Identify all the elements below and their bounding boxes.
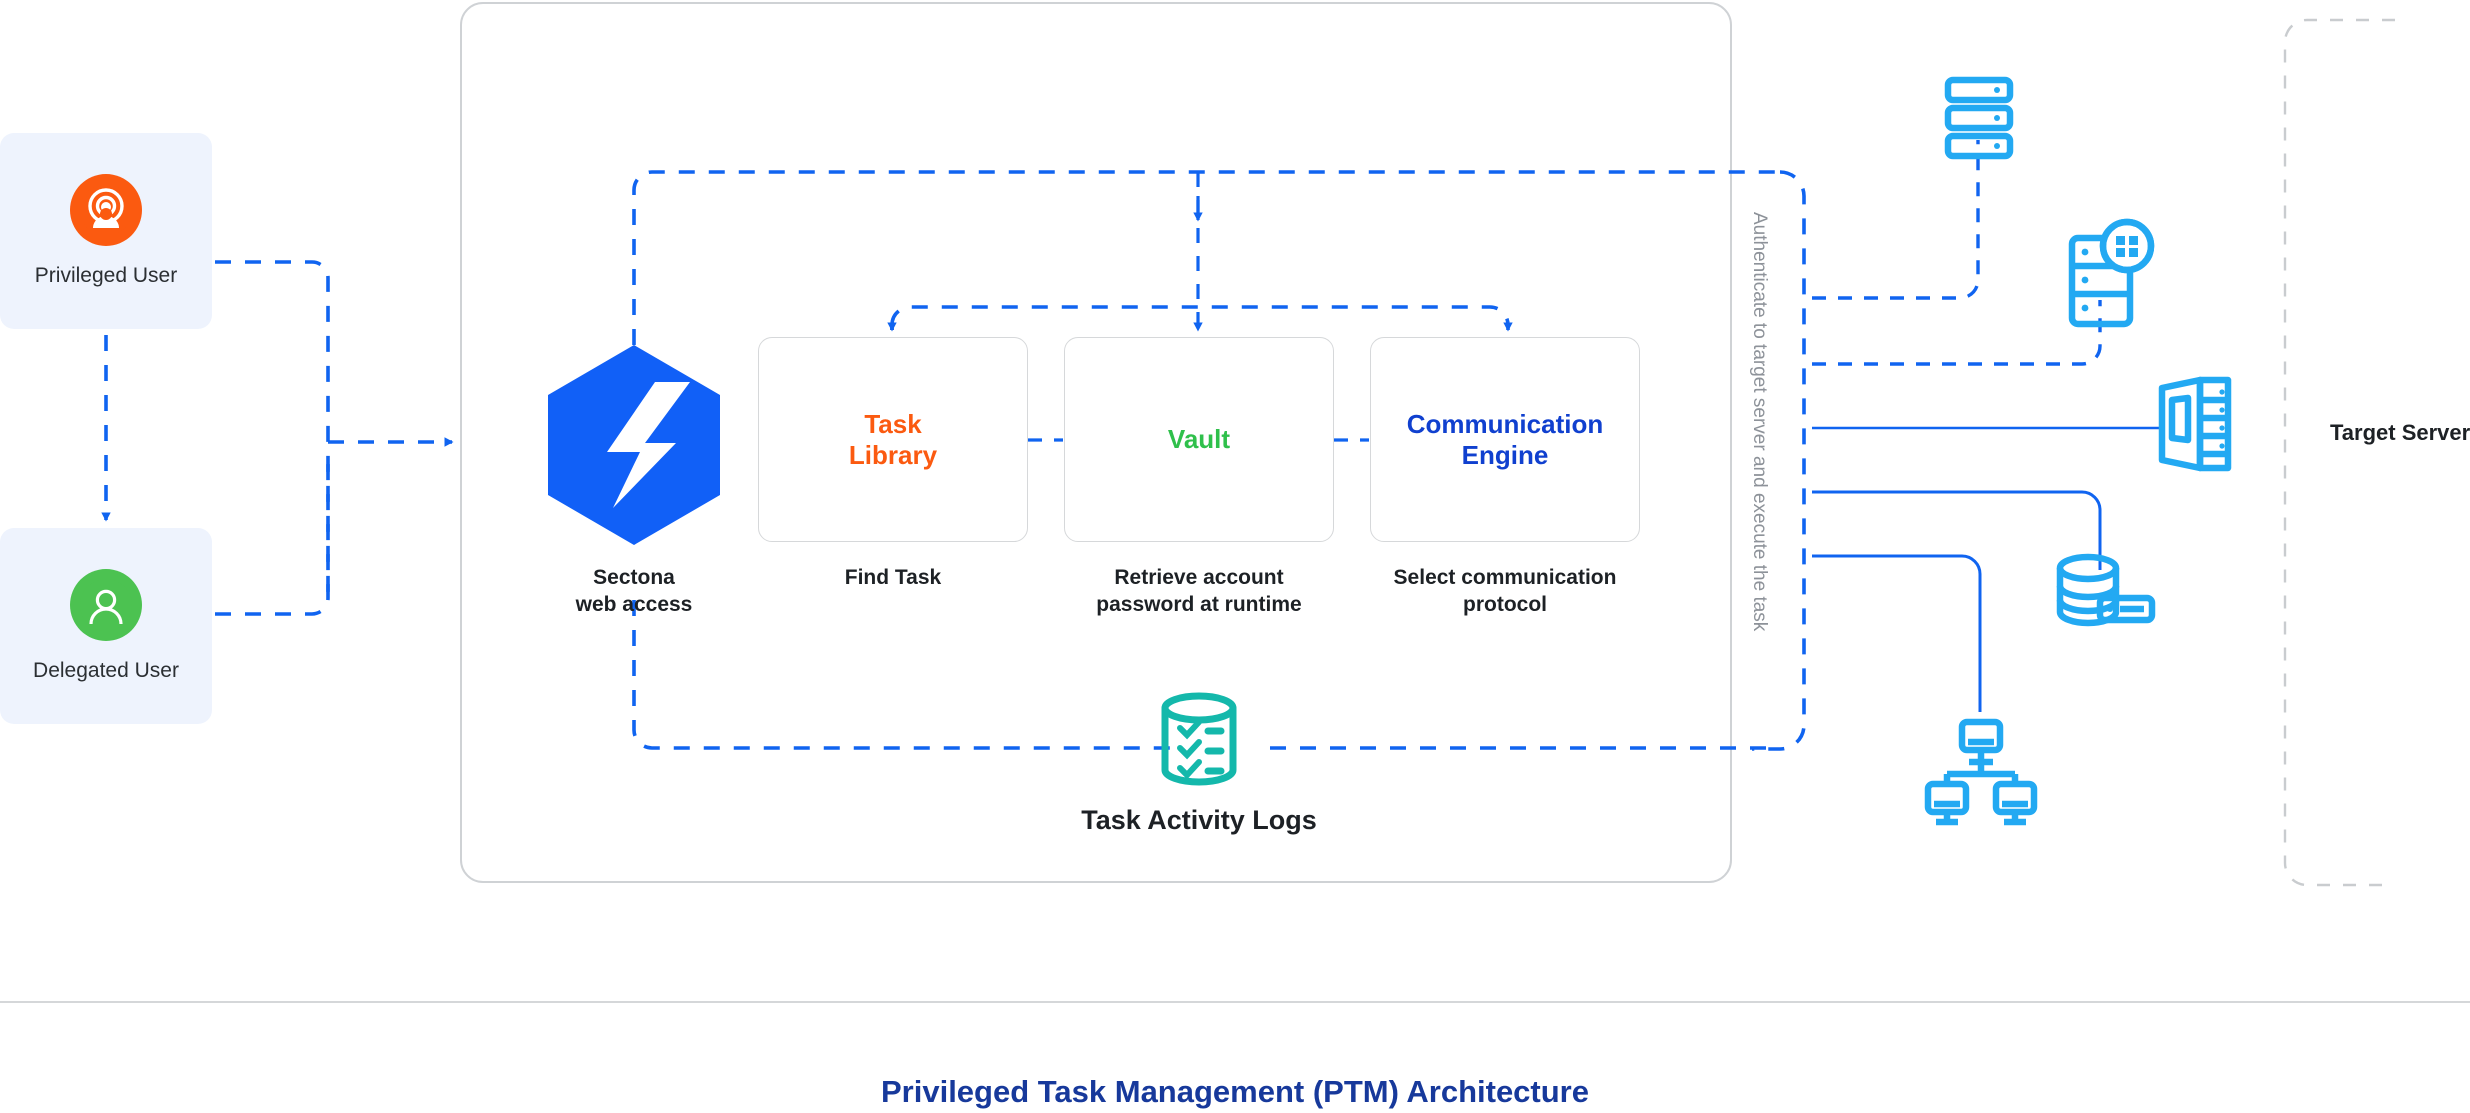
delegated-user-label: Delegated User: [33, 659, 179, 682]
task-library-title-line1: Task: [864, 408, 922, 439]
link-to-windows-server: [1812, 300, 2102, 366]
inner-bus: [890, 305, 1510, 326]
link-to-database-storage: [1812, 490, 2102, 570]
database-storage-icon: [2056, 553, 2156, 627]
task-activity-logs-cylinder-icon: [1161, 692, 1237, 786]
communication-engine-caption: Select communication protocol: [1370, 565, 1640, 619]
communication-engine-caption-line1: Select communication: [1393, 566, 1617, 589]
link-to-server-rack: [1812, 140, 1980, 300]
communication-engine-caption-line2: protocol: [1463, 592, 1547, 616]
delegated-user-icon: [70, 569, 142, 641]
task-library-caption-line1: Find Task: [844, 566, 942, 589]
delegated-user-branch: [215, 460, 330, 616]
task-library-caption: Find Task: [758, 565, 1028, 592]
communication-engine-title-line1: Communication: [1406, 408, 1604, 439]
communication-engine-title-line2: Engine: [1461, 439, 1549, 470]
vault-caption: Retrieve account password at runtime: [1064, 565, 1334, 619]
privileged-user-card[interactable]: Privileged User: [0, 133, 212, 329]
privileged-user-label: Privileged User: [34, 264, 178, 287]
sectona-caption: Sectona web access: [504, 565, 764, 619]
target-server-boundary: [2283, 18, 2395, 887]
sectona-down-stub: [632, 600, 1175, 750]
footer-divider: [0, 1001, 2470, 1003]
server-tower-icon: [2158, 376, 2232, 472]
authenticate-capsule: [1752, 170, 1806, 751]
authenticate-label: Authenticate to target server and execut…: [1749, 212, 1770, 632]
sectona-caption-line1: Sectona: [593, 566, 675, 589]
privileged-user-branch: [215, 260, 330, 600]
sectona-caption-line2: web access: [575, 592, 693, 616]
task-library-box[interactable]: Task Library: [758, 337, 1028, 542]
task-activity-logs-label: Task Activity Logs: [1081, 805, 1317, 835]
sectona-up-stub: [632, 170, 1780, 345]
vault-caption-line2: password at runtime: [1096, 592, 1302, 616]
delegated-user-card[interactable]: Delegated User: [0, 528, 212, 724]
task-library-title-line2: Library: [848, 439, 938, 470]
target-server-label: Target Server: [2330, 420, 2470, 445]
privileged-user-icon: [70, 174, 142, 246]
server-rack-icon: [1944, 76, 2014, 160]
sectona-bolt-hexagon-icon: [548, 345, 720, 545]
network-topology-icon: [1924, 718, 2038, 826]
vault-caption-line1: Retrieve account: [1114, 566, 1284, 589]
windows-server-icon: [2068, 218, 2155, 328]
communication-engine-box[interactable]: Communication Engine: [1370, 337, 1640, 542]
vault-title: Vault: [1167, 424, 1231, 455]
link-to-network-topology: [1812, 554, 1982, 712]
page-title: Privileged Task Management (PTM) Archite…: [880, 1074, 1589, 1109]
vault-box[interactable]: Vault: [1064, 337, 1334, 542]
